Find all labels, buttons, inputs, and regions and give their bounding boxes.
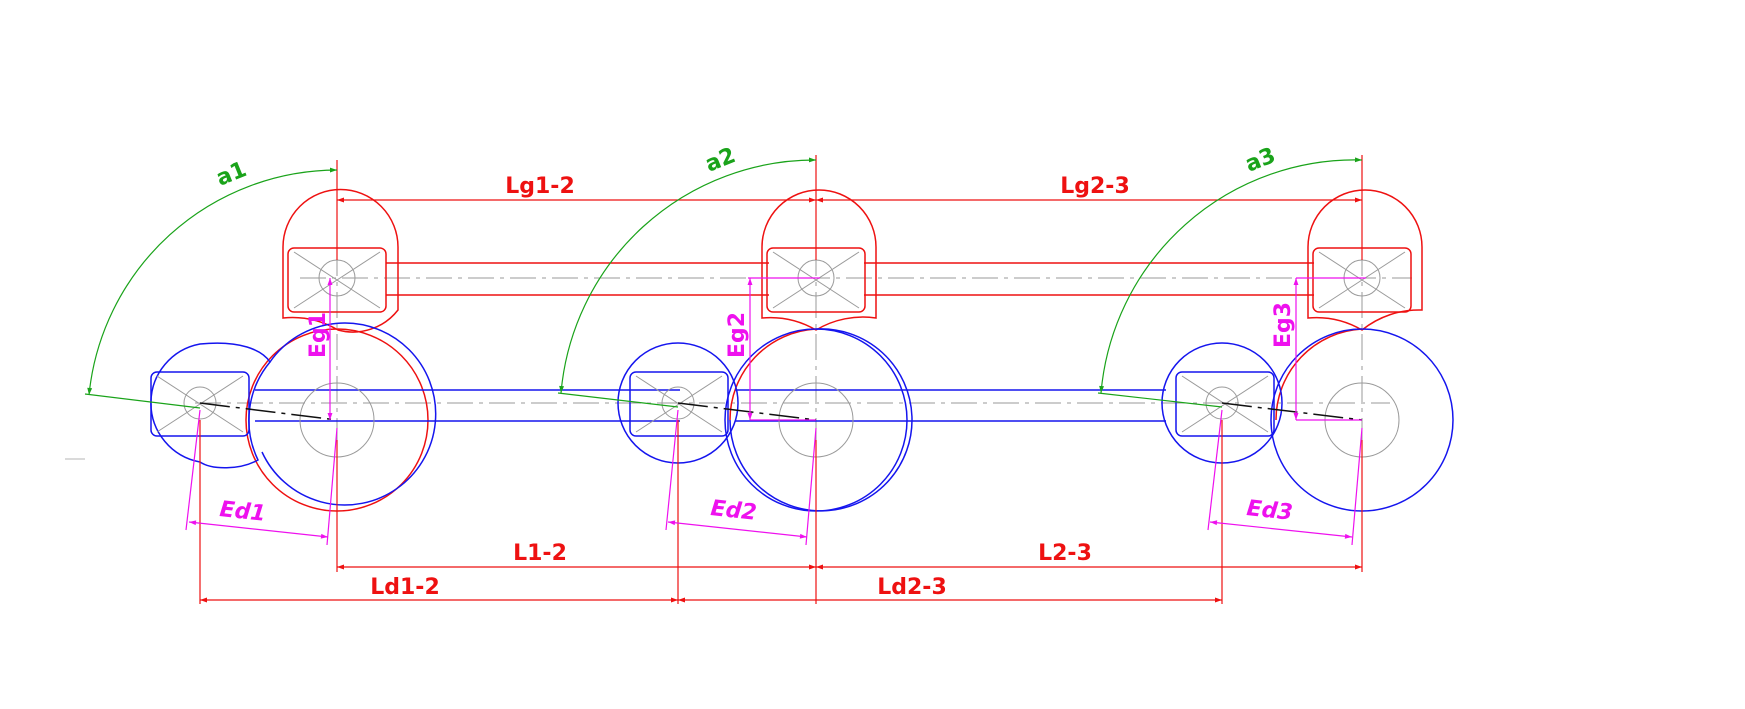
offset-label-ed3: Ed3 <box>1245 496 1293 526</box>
magenta-offset-dimensions <box>185 277 1366 546</box>
dim-label-l1-2: L1-2 <box>513 541 567 566</box>
dimension-labels: a1 a2 a3 Lg1-2 Lg2-3 Eg1 Eg2 Eg3 Ed1 Ed2… <box>213 143 1296 600</box>
dim-label-ld1-2: Ld1-2 <box>370 575 440 600</box>
upper-chain-red <box>245 188 1423 512</box>
dim-label-lg1-2: Lg1-2 <box>505 174 575 199</box>
angle-label-a1: a1 <box>213 157 250 191</box>
offset-label-ed2: Ed2 <box>709 496 757 526</box>
lower-chain-blue <box>150 322 1454 512</box>
angle-label-a3: a3 <box>1242 143 1279 177</box>
dim-label-l2-3: L2-3 <box>1038 541 1092 566</box>
green-angle-dimensions <box>84 157 1363 409</box>
dim-label-ld2-3: Ld2-3 <box>877 575 947 600</box>
offset-label-eg2: Eg2 <box>725 312 750 358</box>
offset-label-ed1: Ed1 <box>218 497 266 527</box>
offset-label-eg3: Eg3 <box>1271 302 1296 348</box>
offset-diagonals <box>199 402 1363 421</box>
dim-label-lg2-3: Lg2-3 <box>1060 174 1130 199</box>
angle-label-a2: a2 <box>702 143 739 177</box>
offset-label-eg1: Eg1 <box>306 312 331 358</box>
